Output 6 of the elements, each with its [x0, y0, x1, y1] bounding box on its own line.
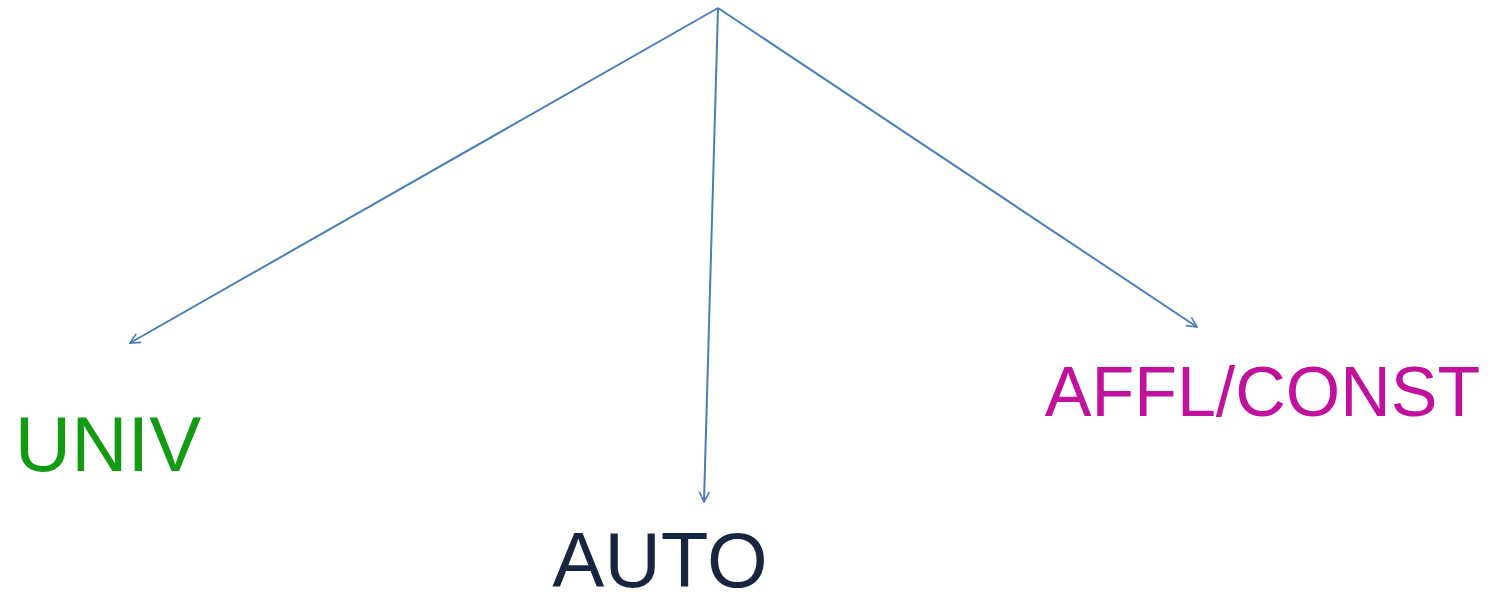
category-label: UNIV — [14, 405, 202, 483]
arrow — [129, 7, 719, 344]
arrow — [717, 7, 1198, 328]
category-label: AFFL/CONST — [1044, 357, 1481, 427]
arrow — [698, 7, 719, 503]
category-label: AUTO — [552, 521, 768, 599]
